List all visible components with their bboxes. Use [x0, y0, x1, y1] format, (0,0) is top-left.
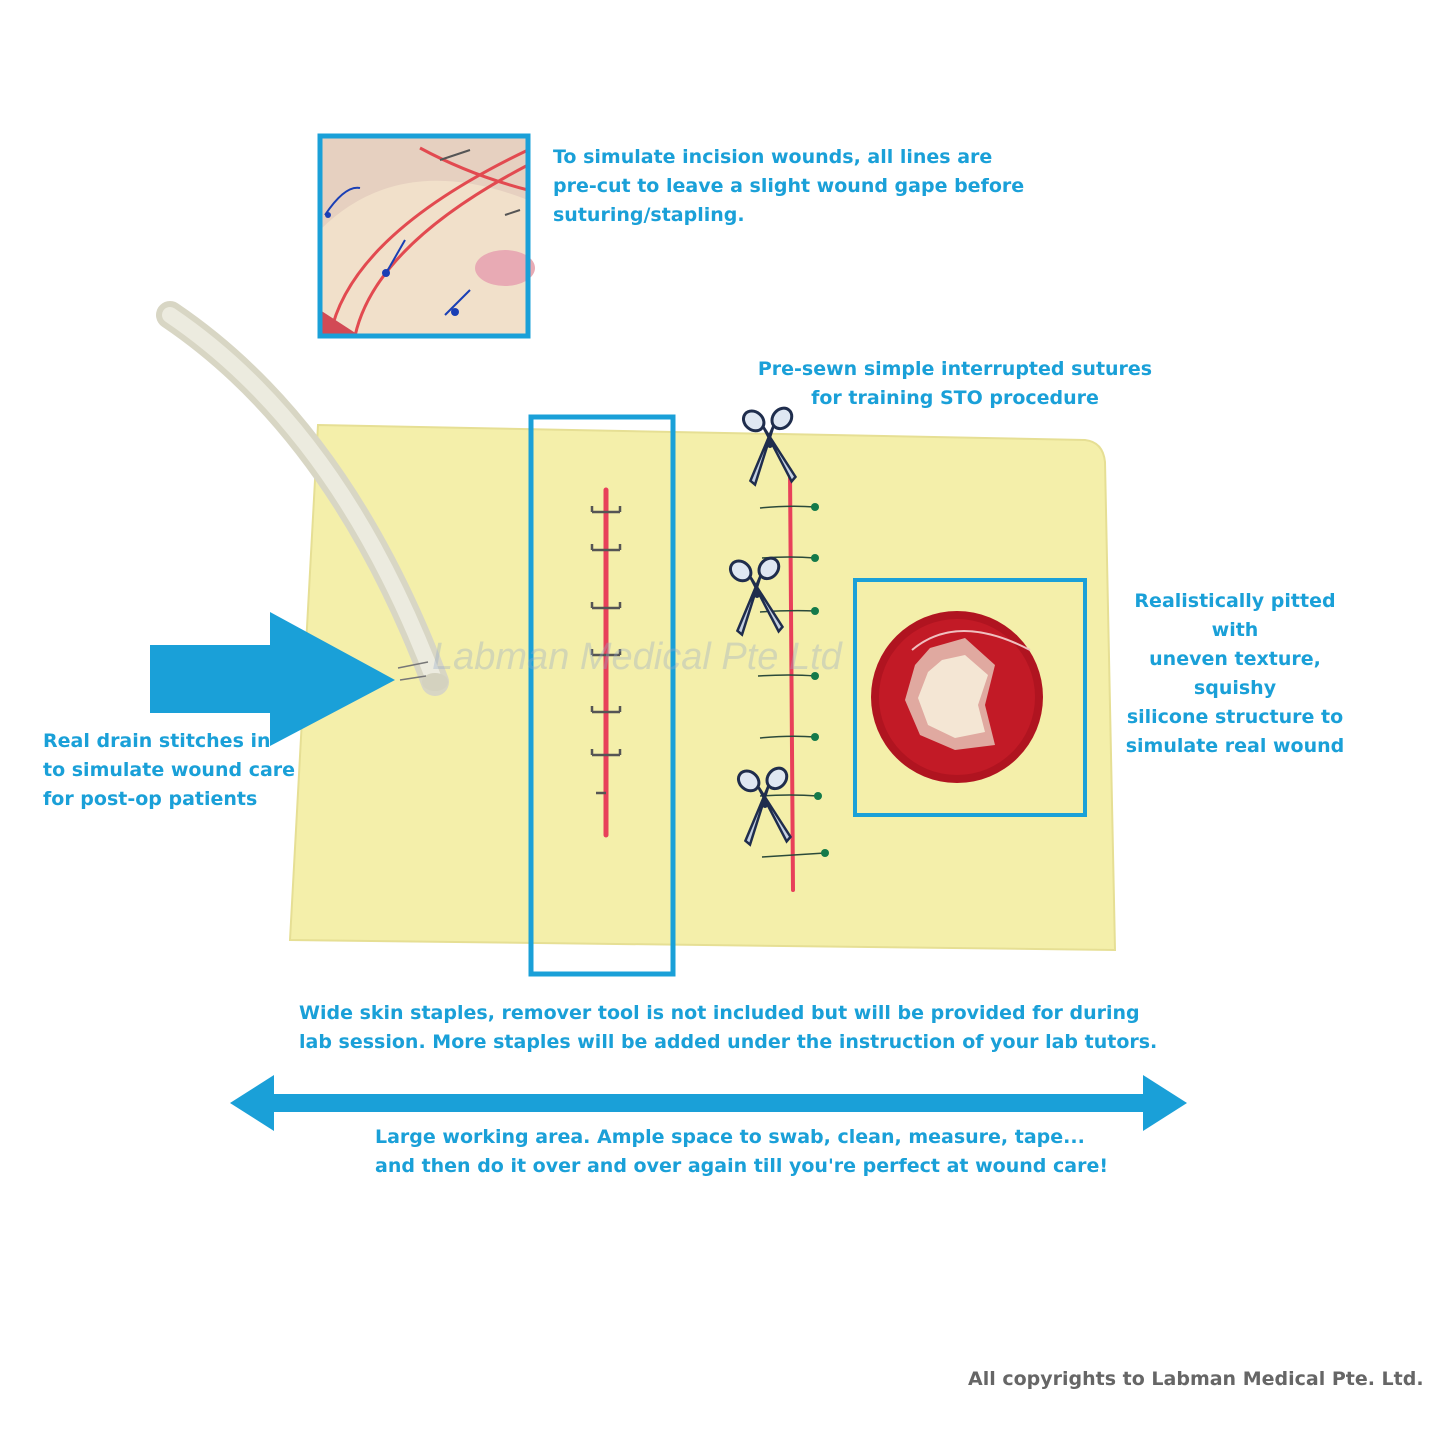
wound-highlight-box	[853, 578, 1087, 817]
staples-caption: Wide skin staples, remover tool is not i…	[299, 1002, 1158, 1053]
inset-photo-frame	[317, 133, 531, 339]
working-area-caption: Large working area. Ample space to swab,…	[375, 1126, 1109, 1177]
scissors-icon	[728, 556, 785, 637]
wound	[871, 611, 1043, 783]
copyright-notice: All copyrights to Labman Medical Pte. Lt…	[968, 1368, 1424, 1390]
drain-caption: Real drain stitches in to simulate wound…	[43, 730, 296, 810]
stapled-incision	[590, 487, 622, 838]
sutured-incision	[757, 468, 829, 892]
wound-caption: Realistically pitted with uneven texture…	[1125, 590, 1345, 757]
scissors-icon	[741, 406, 798, 487]
sutures-caption: Pre-sewn simple interrupted sutures for …	[757, 358, 1153, 409]
drain-tube	[156, 301, 449, 696]
suture-pad	[288, 423, 1117, 952]
drain-arrow	[150, 612, 395, 746]
working-area-arrow	[230, 1075, 1187, 1131]
incision-caption: To simulate incision wounds, all lines a…	[553, 146, 1025, 226]
scissors-icon	[736, 766, 793, 847]
inset-photo	[320, 136, 535, 337]
staples-highlight-box	[528, 414, 676, 977]
watermark: Labman Medical Pte Ltd	[432, 636, 842, 678]
